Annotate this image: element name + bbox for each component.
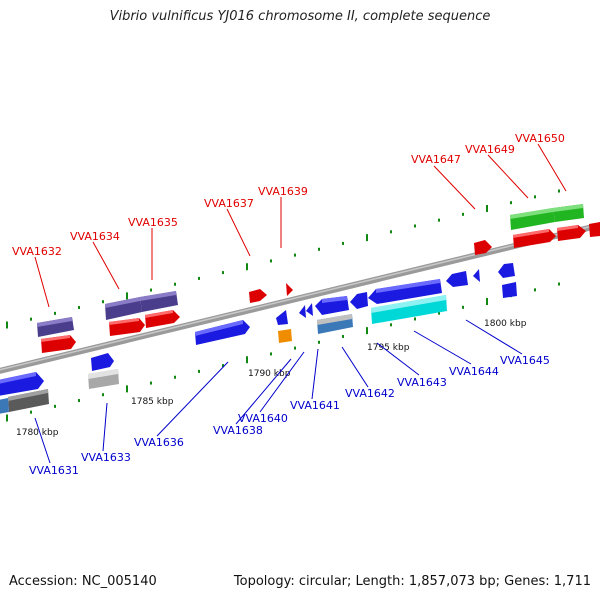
gene-feature-vva1645[interactable] — [498, 263, 515, 278]
leader-lines-top — [34, 143, 567, 308]
gene-feature-vva1637[interactable] — [249, 289, 267, 303]
gene-feature-vva1639[interactable] — [286, 283, 293, 296]
tick-row-upper — [6, 189, 560, 329]
gene-feature-vva1644[interactable] — [446, 269, 480, 287]
gene-label-vva1637[interactable]: VVA1637 — [204, 197, 254, 210]
gene-feature-vva1641[interactable] — [315, 296, 349, 315]
gene-feature-steel-2 — [317, 314, 353, 334]
gene-feature-vva1649[interactable] — [513, 229, 556, 248]
gene-feature-vva1640[interactable] — [299, 303, 313, 318]
scale-label-1800: 1800 kbp — [484, 319, 527, 329]
gene-feature-purple-2 — [105, 297, 142, 320]
gene-feature-vva1638[interactable] — [276, 310, 288, 325]
gene-label-vva1647[interactable]: VVA1647 — [411, 153, 461, 166]
gene-feature-orange — [278, 329, 292, 343]
scale-label-1780: 1780 kbp — [16, 428, 59, 438]
gene-label-vva1636[interactable]: VVA1636 — [134, 436, 184, 449]
gene-feature-vva1647[interactable] — [474, 240, 492, 255]
gene-label-vva1634[interactable]: VVA1634 — [70, 230, 120, 243]
gene-feature-steel — [0, 398, 9, 414]
gene-label-vva1644[interactable]: VVA1644 — [449, 365, 499, 378]
gene-label-vva1633[interactable]: VVA1633 — [81, 451, 131, 464]
chromosome-backbone — [0, 222, 600, 374]
gene-feature-vva1636[interactable] — [195, 320, 250, 345]
gene-feature-purple-1 — [37, 317, 74, 337]
gene-feature-vva1650[interactable] — [557, 225, 586, 241]
gene-feature-purple-3 — [140, 291, 178, 312]
map-title: Vibrio vulnificus YJ016 chromosome II, c… — [109, 9, 491, 24]
gene-feature-dark-grey — [8, 389, 49, 412]
gene-feature-vva1631-a[interactable] — [0, 372, 44, 396]
gene-feature-vva1634[interactable] — [109, 318, 145, 336]
scale-label-1795: 1795 kbp — [367, 343, 410, 353]
genome-summary-text: Topology: circular; Length: 1,857,073 bp… — [233, 574, 591, 589]
gene-label-vva1643[interactable]: VVA1643 — [397, 376, 447, 389]
gene-label-vva1645[interactable]: VVA1645 — [500, 354, 550, 367]
gene-label-vva1639[interactable]: VVA1639 — [258, 185, 308, 198]
scale-label-1785: 1785 kbp — [131, 397, 174, 407]
gene-label-vva1635[interactable]: VVA1635 — [128, 216, 178, 229]
gene-feature-vva1632[interactable] — [41, 335, 76, 353]
gene-label-vva1632[interactable]: VVA1632 — [12, 245, 62, 258]
chromosome-backbone-highlight — [0, 223, 600, 371]
gene-label-vva1642[interactable]: VVA1642 — [345, 387, 395, 400]
gene-feature-edge-right[interactable] — [589, 222, 600, 237]
gene-label-vva1649[interactable]: VVA1649 — [465, 143, 515, 156]
gene-feature-vva1635[interactable] — [145, 310, 180, 328]
gene-feature-green-2 — [553, 204, 584, 222]
gene-label-vva1631[interactable]: VVA1631 — [29, 464, 79, 477]
gene-feature-vva1633[interactable] — [91, 353, 114, 371]
gene-feature-green-1 — [510, 208, 555, 230]
accession-text: Accession: NC_005140 — [9, 574, 157, 589]
scale-label-1790: 1790 kbp — [248, 369, 291, 379]
gene-label-vva1638[interactable]: VVA1638 — [213, 424, 263, 437]
gene-feature-vva1642[interactable] — [350, 292, 368, 309]
gene-label-vva1640[interactable]: VVA1640 — [238, 412, 288, 425]
gene-feature-cyan — [371, 295, 447, 324]
gene-label-vva1650[interactable]: VVA1650 — [515, 132, 565, 145]
leader-lines-bottom — [34, 319, 523, 464]
gene-feature-vva1645-b — [502, 282, 517, 298]
gene-feature-vva1643[interactable] — [368, 279, 442, 304]
gene-feature-light-grey — [88, 369, 119, 389]
tick-row-lower — [6, 282, 560, 422]
gene-label-vva1641[interactable]: VVA1641 — [290, 399, 340, 412]
